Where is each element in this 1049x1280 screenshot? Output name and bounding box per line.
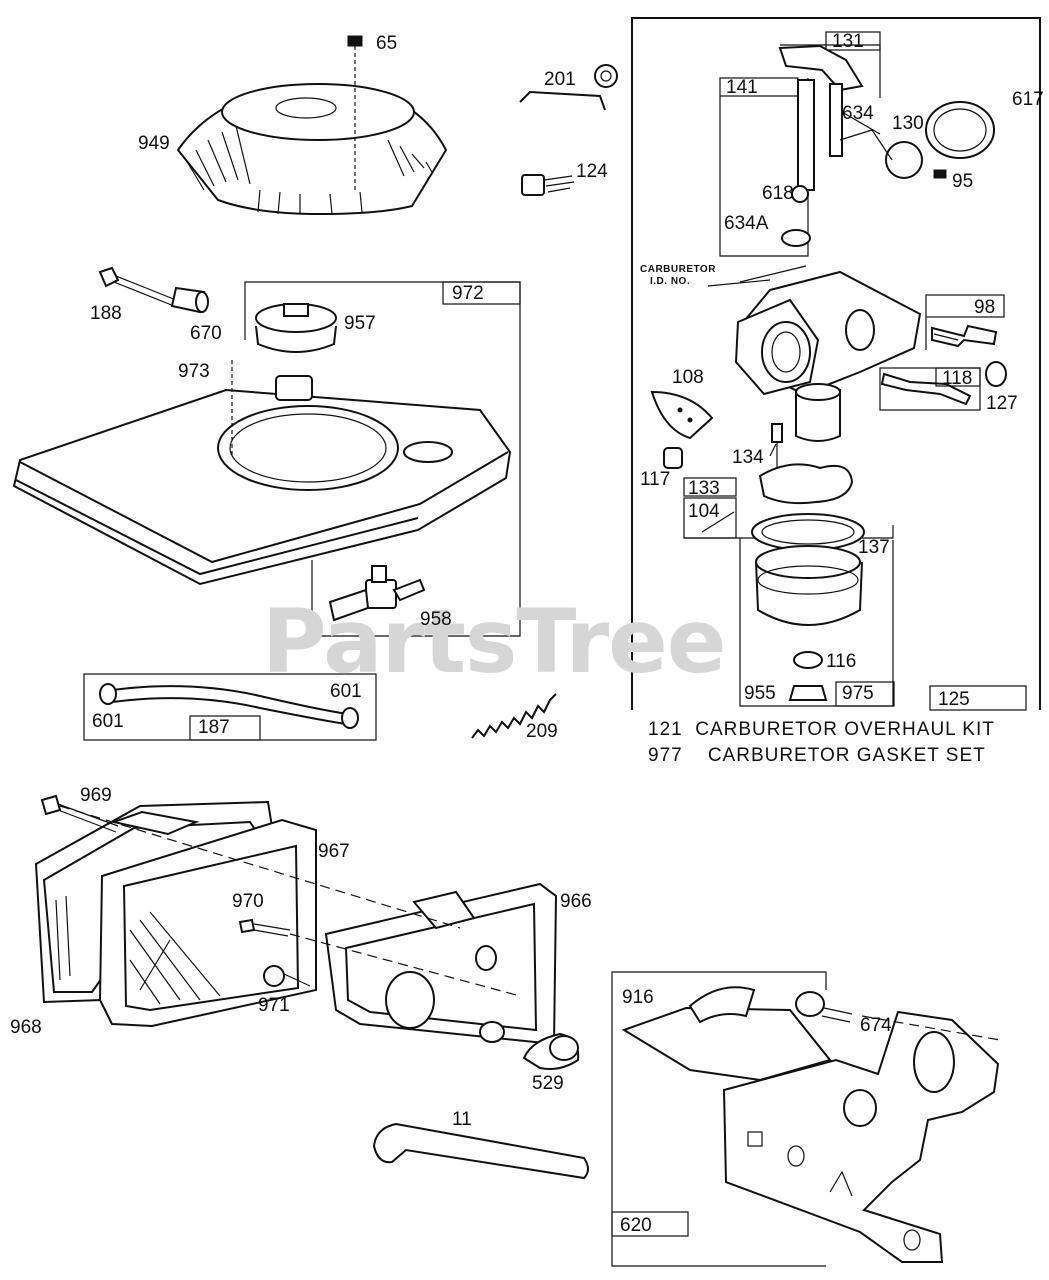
carburetor-id-line-1: CARBURETOR — [640, 264, 716, 275]
governor-link-part — [519, 64, 618, 111]
callout-617: 617 — [1012, 89, 1044, 110]
callout-65: 65 — [376, 33, 398, 54]
callout-968: 968 — [10, 1017, 42, 1038]
callout-104: 104 — [688, 501, 720, 522]
filter-element-part — [98, 818, 317, 1028]
choke-plate-108-part — [650, 390, 714, 440]
callout-133: 133 — [688, 478, 720, 499]
carb-leader-lines — [707, 111, 893, 457]
needle-117-134-part — [663, 423, 783, 469]
fuel-tank-part — [12, 360, 512, 586]
kit-name-gasket: CARBURETOR GASKET SET — [707, 745, 986, 766]
callout-117: 117 — [640, 469, 671, 490]
callout-125: 125 — [938, 689, 970, 710]
callout-124: 124 — [576, 161, 608, 182]
callout-11: 11 — [452, 1109, 472, 1130]
callout-118: 118 — [942, 368, 973, 389]
callout-966: 966 — [560, 891, 592, 912]
kit-number-overhaul: 121 — [648, 719, 683, 740]
spacer-670-part — [170, 286, 209, 314]
callout-108: 108 — [672, 367, 704, 388]
kit-name-overhaul: CARBURETOR OVERHAUL KIT — [695, 719, 995, 740]
callout-674: 674 — [860, 1015, 892, 1036]
carburetor-body-part — [734, 265, 922, 442]
callout-618: 618 — [762, 183, 794, 204]
callout-949: 949 — [138, 133, 170, 154]
fuel-valve-part — [328, 565, 426, 622]
bolt-188-part — [98, 266, 177, 307]
callout-972: 972 — [452, 283, 484, 304]
screws-98-127-part — [880, 324, 1007, 406]
screws-969-970-971-part — [40, 794, 521, 997]
float-bowl-part — [701, 463, 865, 701]
callout-601-right: 601 — [330, 681, 362, 702]
callout-137: 137 — [858, 537, 890, 558]
callout-141: 141 — [726, 77, 758, 98]
callout-958: 958 — [420, 609, 452, 630]
breather-tube-11-part — [372, 1122, 589, 1180]
callout-95: 95 — [952, 171, 974, 192]
callout-634: 634 — [842, 103, 874, 124]
blower-housing-part — [176, 83, 448, 216]
screw-124-part — [521, 174, 575, 196]
callout-209: 209 — [526, 721, 558, 742]
carburetor-group-frame — [631, 17, 1041, 711]
diaphragm-617-part — [885, 101, 995, 179]
callout-98: 98 — [974, 297, 996, 318]
callout-970: 970 — [232, 891, 264, 912]
kit-row-gasket: 977 CARBURETOR GASKET SET — [648, 746, 986, 765]
callout-130: 130 — [892, 113, 924, 134]
seal-634a-part — [781, 185, 811, 247]
elbow-529-part — [522, 1032, 580, 1070]
kit-row-overhaul: 121 CARBURETOR OVERHAUL KIT — [648, 720, 995, 739]
carb-sub-boxes — [683, 31, 1005, 707]
callout-973: 973 — [178, 361, 210, 382]
callout-670: 670 — [190, 323, 222, 344]
governor-bracket-part — [621, 986, 1001, 1263]
callout-620: 620 — [620, 1215, 652, 1236]
callout-916: 916 — [622, 987, 654, 1008]
callout-529: 529 — [532, 1073, 564, 1094]
fuel-line-group-frame — [83, 673, 377, 741]
callout-634a: 634A — [724, 213, 769, 234]
callout-601-left: 601 — [92, 711, 124, 732]
callout-975: 975 — [842, 683, 874, 704]
fuel-cap-part — [255, 303, 337, 353]
callout-134: 134 — [732, 447, 764, 468]
callout-116: 116 — [826, 651, 857, 672]
spring-209-part — [471, 693, 557, 739]
screw-65-part — [347, 35, 363, 190]
watermark-text: PartsTree — [262, 590, 726, 693]
callout-955: 955 — [744, 683, 776, 704]
callout-971: 971 — [258, 995, 290, 1016]
callout-201: 201 — [544, 69, 576, 90]
callout-187: 187 — [198, 717, 230, 738]
callout-131: 131 — [832, 31, 864, 52]
callout-957: 957 — [344, 313, 376, 334]
fuel-line-part — [99, 683, 359, 729]
callout-188: 188 — [90, 303, 122, 324]
callout-127: 127 — [986, 393, 1018, 414]
air-cleaner-cover-part — [324, 882, 558, 1046]
bracket-group-frame — [611, 971, 827, 1267]
carburetor-id-note: CARBURETOR I.D. NO. — [640, 264, 716, 287]
tank-group-frame — [244, 281, 521, 637]
callout-969: 969 — [80, 785, 112, 806]
throttle-shaft-part — [778, 44, 864, 191]
kit-number-gasket: 977 — [648, 745, 683, 766]
carburetor-id-line-2: I.D. NO. — [650, 275, 691, 287]
callout-967: 967 — [318, 841, 350, 862]
